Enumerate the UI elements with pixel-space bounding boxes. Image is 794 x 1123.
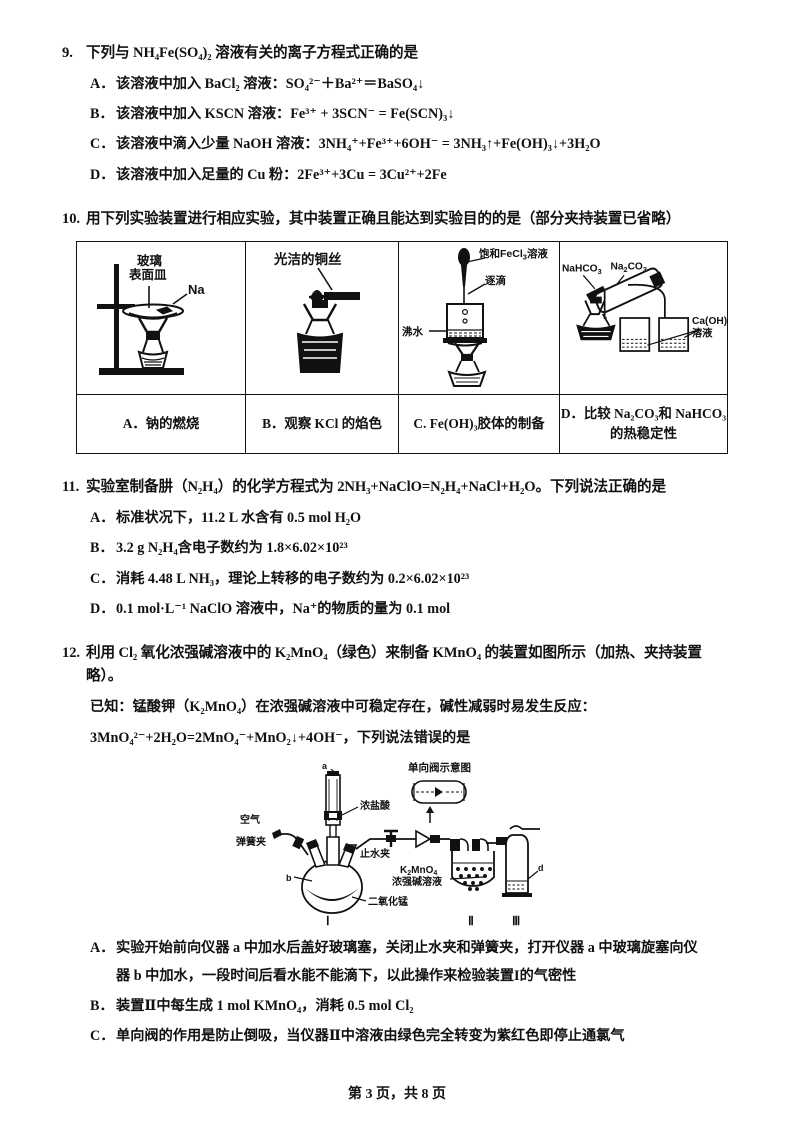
apparatus-caption-b: B．观察 KCl 的焰色 (245, 394, 399, 455)
label-watch-glass: 表面皿 (128, 267, 167, 282)
label-air: 空气 (240, 813, 260, 826)
option-text: 标准状况下，11.2 L 水含有 0.5 mol H₂O (116, 510, 362, 527)
label-caoh2: Ca(OH)2 (692, 316, 727, 328)
question-12-equation-line: 3MnO₄²⁻+2H₂O=2MnO₄⁻+MnO₂↓+4OH⁻，下列说法错误的是 (90, 730, 471, 747)
label-na2co3: Na2CO3 (610, 262, 646, 274)
label-point-b: b (286, 873, 292, 883)
option-letter: B． (90, 540, 114, 557)
label-point-d: d (538, 863, 544, 873)
option-text: 该溶液中加入足量的 Cu 粉：2Fe³⁺+3Cu = 3Cu²⁺+2Fe (116, 166, 447, 183)
label-nahco3: NaHCO3 (562, 264, 602, 276)
label-boiling-water: 沸水 (402, 325, 423, 338)
apparatus-cell-d[interactable]: NaHCO3 Na2CO3 Ca(OH)2 溶液 (559, 241, 728, 396)
label-saturated-fecl3: 饱和FeCl3溶液 (479, 247, 548, 262)
apparatus-figure-row: 玻璃 表面皿 Na (76, 241, 728, 396)
label-mno2: 二氧化锰 (368, 895, 408, 908)
option-letter: C． (90, 570, 115, 587)
carbonate-stability-apparatus: NaHCO3 Na2CO3 Ca(OH)2 溶液 (560, 242, 727, 394)
question-12: 12. 利用 Cl₂ 氧化浓强碱溶液中的 K₂MnO₄（绿色）来制备 KMnO₄… (62, 642, 736, 1047)
question-12-option-a-continued: 器 b 中加水，一段时间后看水能不能滴下，以此操作来检验装置I的气密性 (62, 966, 736, 987)
question-9-option-a[interactable]: A． 该溶液中加入 BaCl₂ 溶液：SO₄²⁻＋Ba²⁺＝BaSO₄↓ (62, 74, 736, 95)
label-dropwise: 逐滴 (485, 274, 506, 287)
option-text: 该溶液中加入 KSCN 溶液：Fe³⁺ + 3SCN⁻ = Fe(SCN)₃↓ (116, 105, 455, 122)
question-11-option-c[interactable]: C． 消耗 4.48 L NH₃，理论上转移的电子数约为 0.2×6.02×10… (62, 569, 736, 590)
question-11-stem: 11. 实验室制备肼（N₂H₄）的化学方程式为 2NH₃+NaClO=N₂H₄+… (62, 476, 736, 499)
option-letter: A． (90, 940, 115, 957)
option-text: 装置Ⅱ中每生成 1 mol KMnO₄，消耗 0.5 mol Cl₂ (116, 998, 414, 1015)
option-letter: A． (90, 510, 115, 527)
question-12-option-b[interactable]: B． 装置Ⅱ中每生成 1 mol KMnO₄，消耗 0.5 mol Cl₂ (62, 996, 736, 1017)
question-9-stem-text: 下列与 NH₄Fe(SO₄)₂ 溶液有关的离子方程式正确的是 (86, 45, 418, 61)
question-9-option-b[interactable]: B． 该溶液中加入 KSCN 溶液：Fe³⁺ + 3SCN⁻ = Fe(SCN)… (62, 104, 736, 125)
question-9-option-c[interactable]: C． 该溶液中滴入少量 NaOH 溶液：3NH₄⁺+Fe³⁺+6OH⁻ = 3N… (62, 134, 736, 155)
feoh3-colloid-apparatus: 饱和FeCl3溶液 逐滴 沸水 (399, 242, 559, 394)
kmno4-preparation-apparatus[interactable]: 空气 弹簧夹 a 浓盐酸 止水夹 b 二氧化锰 单向阀示意图 K2MnO4 浓强… (234, 757, 564, 929)
option-text: 3.2 g N₂H₄含电子数约为 1.8×6.02×10²³ (116, 540, 348, 557)
label-conc-strong-base: 浓强碱溶液 (392, 875, 442, 888)
copper-wire-flame-apparatus: 光洁的铜丝 (246, 242, 398, 394)
page-footer: 第 3 页，共 8 页 (348, 1087, 446, 1102)
option-text: 消耗 4.48 L NH₃，理论上转移的电子数约为 0.2×6.02×10²³ (116, 570, 470, 587)
label-conc-hcl: 浓盐酸 (360, 799, 391, 812)
question-11-option-a[interactable]: A． 标准状况下，11.2 L 水含有 0.5 mol H₂O (62, 508, 736, 529)
option-letter: D． (90, 600, 115, 617)
label-pinch-clamp: 止水夹 (360, 847, 390, 860)
question-10-stem-text: 用下列实验装置进行相应实验，其中装置正确且能达到实验目的的是（部分夹持装置已省略… (86, 210, 681, 227)
option-text: 单向阀的作用是防止倒吸，当仪器Ⅱ中溶液由绿色完全转变为紫红色即停止通氯气 (116, 1028, 625, 1045)
label-spring-clip: 弹簧夹 (236, 835, 266, 848)
option-letter: B． (90, 998, 114, 1015)
label-k2mno4: K2MnO4 (400, 865, 437, 877)
apparatus-caption-c: C. Fe(OH)₃胶体的制备 (398, 394, 560, 455)
question-9: 9. 下列与 NH₄Fe(SO₄)₂ 溶液有关的离子方程式正确的是 A． 该溶液… (62, 42, 736, 186)
option-letter: C． (90, 136, 115, 153)
question-12-stem-text: 利用 Cl₂ 氧化浓强碱溶液中的 K₂MnO₄（绿色）来制备 KMnO₄ 的装置… (86, 645, 702, 684)
apparatus-cell-c[interactable]: 饱和FeCl3溶液 逐滴 沸水 (398, 241, 560, 396)
question-12-given-line: 已知：锰酸钾（K₂MnO₄）在浓强碱溶液中可稳定存在，碱性减弱时易发生反应： (90, 699, 596, 716)
label-clean-copper-wire: 光洁的铜丝 (273, 251, 342, 267)
question-11-option-b[interactable]: B． 3.2 g N₂H₄含电子数约为 1.8×6.02×10²³ (62, 538, 736, 559)
label-numeral-2: Ⅱ (468, 914, 474, 928)
label-glass: 玻璃 (137, 253, 163, 268)
option-text: 实验开始前向仪器 a 中加水后盖好玻璃塞，关闭止水夹和弹簧夹，打开仪器 a 中玻… (116, 940, 698, 957)
question-10-stem: 10. 用下列实验装置进行相应实验，其中装置正确且能达到实验目的的是（部分夹持装… (62, 208, 736, 231)
question-11-option-d[interactable]: D． 0.1 mol·L⁻¹ NaClO 溶液中，Na⁺的物质的量为 0.1 m… (62, 599, 736, 620)
question-12-stem: 12. 利用 Cl₂ 氧化浓强碱溶液中的 K₂MnO₄（绿色）来制备 KMnO₄… (62, 642, 736, 687)
apparatus-cell-b[interactable]: 光洁的铜丝 (245, 241, 399, 396)
apparatus-cell-a[interactable]: 玻璃 表面皿 Na (76, 241, 246, 396)
question-9-option-d[interactable]: D． 该溶液中加入足量的 Cu 粉：2Fe³⁺+3Cu = 3Cu²⁺+2Fe (62, 165, 736, 186)
option-letter: D． (90, 166, 115, 183)
question-12-option-c[interactable]: C． 单向阀的作用是防止倒吸，当仪器Ⅱ中溶液由绿色完全转变为紫红色即停止通氯气 (62, 1026, 736, 1047)
label-point-a: a (322, 761, 328, 771)
question-10-number: 10. (62, 210, 80, 227)
option-letter: C． (90, 1028, 115, 1045)
question-11: 11. 实验室制备肼（N₂H₄）的化学方程式为 2NH₃+NaClO=N₂H₄+… (62, 476, 736, 620)
apparatus-caption-d: D．比较 Na₂CO₃和 NaHCO₃ 的热稳定性 (559, 394, 728, 455)
question-10: 10. 用下列实验装置进行相应实验，其中装置正确且能达到实验目的的是（部分夹持装… (62, 208, 736, 455)
option-text-continued: 器 b 中加水，一段时间后看水能不能滴下，以此操作来检验装置I的气密性 (116, 967, 577, 984)
label-numeral-1: Ⅰ (326, 914, 330, 928)
option-text: 0.1 mol·L⁻¹ NaClO 溶液中，Na⁺的物质的量为 0.1 mol (116, 600, 451, 617)
option-letter: B． (90, 105, 114, 122)
sodium-burning-apparatus: 玻璃 表面皿 Na (77, 242, 245, 394)
question-9-stem: 9. 下列与 NH₄Fe(SO₄)₂ 溶液有关的离子方程式正确的是 (62, 42, 736, 65)
question-9-number: 9. (62, 45, 73, 61)
label-solution: 溶液 (692, 327, 713, 340)
question-11-stem-text: 实验室制备肼（N₂H₄）的化学方程式为 2NH₃+NaClO=N₂H₄+NaCl… (86, 479, 666, 496)
option-letter: A． (90, 75, 115, 92)
apparatus-caption-row: A．钠的燃烧 B．观察 KCl 的焰色 C. Fe(OH)₃胶体的制备 D．比较… (76, 394, 728, 455)
apparatus-table: 玻璃 表面皿 Na (76, 241, 728, 455)
label-numeral-3: Ⅲ (512, 914, 520, 928)
question-12-option-a[interactable]: A． 实验开始前向仪器 a 中加水后盖好玻璃塞，关闭止水夹和弹簧夹，打开仪器 a… (62, 938, 736, 959)
option-text: 该溶液中滴入少量 NaOH 溶液：3NH₄⁺+Fe³⁺+6OH⁻ = 3NH₃↑… (116, 136, 601, 153)
question-12-number: 12. (62, 645, 80, 662)
label-one-way-valve-diagram: 单向阀示意图 (408, 761, 471, 774)
apparatus-caption-a: A．钠的燃烧 (76, 394, 246, 455)
question-11-number: 11. (62, 479, 80, 496)
option-text: 该溶液中加入 BaCl₂ 溶液：SO₄²⁻＋Ba²⁺＝BaSO₄↓ (116, 75, 425, 92)
label-na: Na (188, 282, 205, 297)
